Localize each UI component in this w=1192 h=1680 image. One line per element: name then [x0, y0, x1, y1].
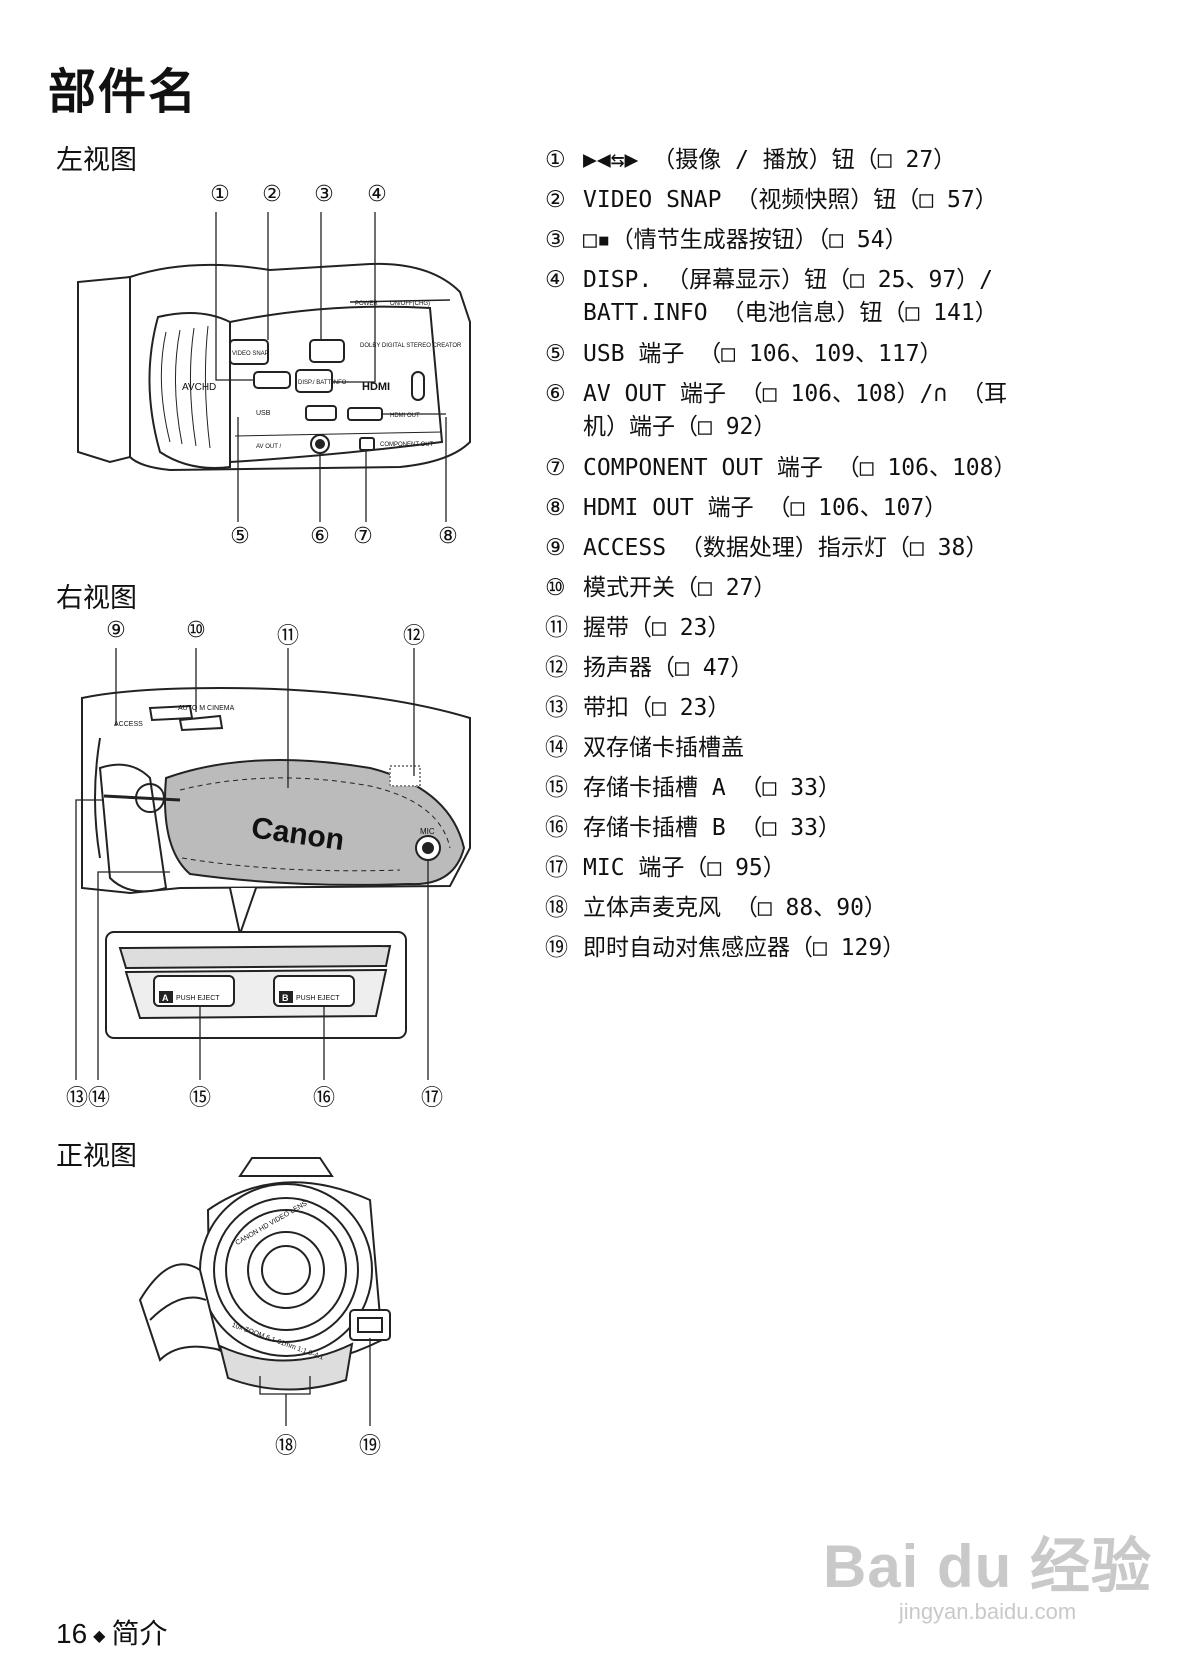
av-out-label: AV OUT /: [256, 444, 281, 450]
diamond-icon: ◆: [93, 1627, 106, 1645]
callout-10: ⑩: [186, 618, 206, 643]
watermark-url: jingyan.baidu.com: [898, 1599, 1077, 1624]
callout-9: ⑨: [106, 618, 126, 643]
section-name: 简介: [111, 1618, 168, 1649]
right-view-label: 右视图: [56, 583, 137, 614]
page-number: 16: [56, 1618, 88, 1649]
push-eject-a-label: PUSH EJECT: [176, 995, 220, 1002]
callout-17: ⑰: [420, 1086, 443, 1111]
callout-3: ③: [314, 182, 334, 207]
watermark-brand: Bai du 经验: [822, 1533, 1152, 1600]
mode-label: AUTO M CINEMA: [178, 705, 235, 712]
video-snap-label: VIDEO SNAP: [232, 351, 269, 357]
right-view-diagram: ACCESS AUTO M CINEMA Canon MIC PUSH EJEC…: [75, 648, 471, 1080]
component-out-label: COMPONENT OUT: [380, 442, 434, 448]
callout-19: ⑲: [358, 1434, 381, 1459]
callout-13-14: ⑬⑭: [65, 1086, 110, 1111]
watermark: Bai du 经验 jingyan.baidu.com: [823, 1518, 1152, 1625]
hdmi-out-label: HDMI OUT: [390, 413, 420, 419]
callout-1: ①: [210, 182, 230, 207]
callout-8: ⑧: [438, 524, 458, 549]
left-view-diagram: AVCHD VIDEO SNAP DISP./ BATT.INFO DOLBY …: [77, 212, 471, 522]
access-label: ACCESS: [114, 721, 143, 728]
front-view-label: 正视图: [56, 1141, 137, 1172]
on-off-label: ON/OFF(CHG): [390, 301, 430, 307]
callout-5: ⑤: [230, 524, 250, 549]
callout-15: ⑮: [188, 1086, 211, 1111]
callout-2: ②: [262, 182, 282, 207]
callout-18: ⑱: [274, 1434, 297, 1459]
hdmi-logo: HDMI: [362, 381, 390, 393]
front-view-diagram: CANON HD VIDEO LENS 10x ZOOM 6.1-61mm 1:…: [138, 1157, 391, 1426]
disp-batt-label: DISP./ BATT.INFO: [298, 380, 347, 386]
callout-6: ⑥: [310, 524, 330, 549]
dolby-label: DOLBY DIGITAL STEREO CREATOR: [360, 343, 462, 349]
mic-label: MIC: [420, 827, 435, 836]
callout-16: ⑯: [312, 1086, 335, 1111]
page-footer: 16 ◆ 简介: [56, 1612, 167, 1652]
callout-12: ⑫: [402, 624, 425, 649]
list-item: ③□▪（情节生成器按钮）（□ 54）: [545, 227, 908, 253]
slot-b-badge: B: [282, 993, 289, 1003]
slot-a-badge: A: [162, 993, 169, 1003]
power-label: POWER: [355, 301, 378, 307]
list-item: ①▶◀⇆▶ （摄像 / 播放）钮（□ 27）: [545, 147, 957, 173]
usb-label: USB: [256, 410, 271, 417]
push-eject-b-label: PUSH EJECT: [296, 995, 340, 1002]
callout-4: ④: [367, 182, 387, 207]
left-view-label: 左视图: [56, 145, 137, 176]
callout-7: ⑦: [353, 524, 373, 549]
page-title: 部件名: [48, 64, 199, 120]
avchd-label: AVCHD: [182, 382, 216, 393]
callout-11: ⑪: [276, 624, 299, 649]
